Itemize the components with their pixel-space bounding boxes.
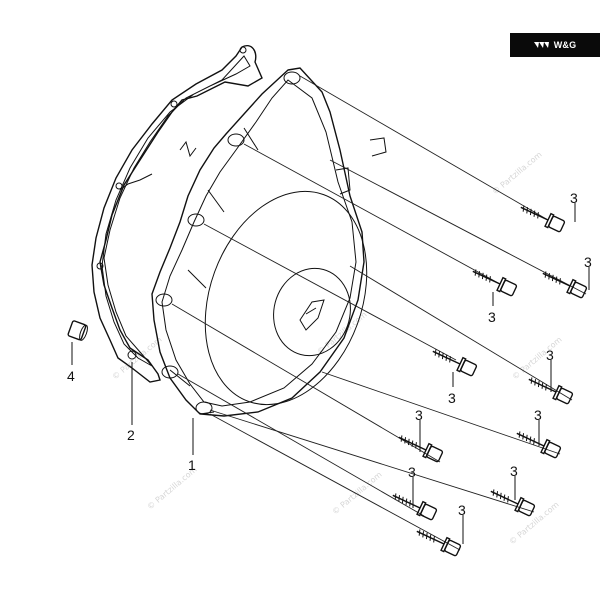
bolt-thread (400, 435, 417, 449)
cover-boss (195, 401, 213, 415)
guide-line (299, 75, 549, 221)
cover-boss (227, 133, 245, 147)
cover-part (151, 67, 387, 417)
bolt-head (460, 359, 478, 377)
watermark-text: © Partzilla.com (331, 470, 384, 517)
watermark-text: © Partzilla.com (511, 335, 564, 382)
bolt-head (420, 503, 438, 521)
gasket-hole (127, 350, 137, 360)
cover-outline (151, 67, 365, 417)
bolt-part (490, 489, 536, 517)
brand-badge: W&G (510, 33, 600, 57)
callout-bolt: 3 (488, 309, 496, 325)
bolt-thread (394, 493, 411, 507)
bolt-part (472, 269, 518, 297)
guide-line (171, 303, 441, 463)
guide-line (243, 143, 501, 285)
callout-bolt: 3 (415, 407, 423, 423)
cover-rotor-dome (204, 190, 368, 406)
dowel-pin-part (67, 320, 88, 341)
bolt-part (528, 377, 574, 405)
bolt-part (520, 205, 566, 233)
callout-bolt: 3 (570, 190, 578, 206)
bolt-thread (492, 489, 509, 503)
bolt-thread (434, 349, 451, 363)
cover-inner-rim (161, 79, 357, 407)
callout-bolt: 3 (534, 407, 542, 423)
guide-lines (171, 75, 587, 551)
bolt-head (444, 539, 462, 557)
bolt-thread (474, 269, 491, 283)
bolt-thread (544, 271, 561, 285)
bolt-head (500, 279, 518, 297)
bolt-part (432, 349, 478, 377)
guide-line (177, 373, 425, 517)
guide-line (209, 413, 461, 551)
callout-gasket: 2 (127, 427, 135, 443)
cover-rib (169, 127, 259, 415)
guide-line (209, 409, 535, 513)
cover-center-boss (273, 267, 351, 357)
bolt-part (392, 493, 438, 521)
cover-boss (283, 71, 301, 85)
cover-boss (155, 293, 173, 307)
bolt-thread (518, 431, 535, 445)
guide-line (203, 223, 457, 361)
bolt-part (542, 271, 588, 299)
bolt-part (416, 529, 462, 557)
callout-bolt: 3 (510, 463, 518, 479)
bolt-head (556, 387, 574, 405)
bolt-head (548, 215, 566, 233)
dowel-pin-end (79, 324, 88, 341)
bolt-thread (522, 205, 539, 219)
bolt-thread (530, 377, 547, 391)
bolt-part (398, 435, 444, 463)
guide-line (321, 371, 561, 455)
bolt-head (518, 499, 536, 517)
callout-bolt: 3 (448, 390, 456, 406)
cover-boss (187, 213, 205, 227)
callout-bolt: 3 (458, 502, 466, 518)
gasket-part (91, 45, 263, 383)
guide-line (329, 159, 587, 295)
wings-logo-icon (533, 42, 549, 48)
watermark-text: © Partzilla.com (491, 150, 544, 197)
bolt-head (426, 445, 444, 463)
gasket-hole (239, 46, 247, 54)
callout-bolt: 3 (584, 254, 592, 270)
callout-cover: 1 (188, 457, 196, 473)
gasket-outer-edge (91, 45, 263, 383)
callout-dowel: 4 (67, 368, 75, 384)
cover-boss (161, 365, 179, 379)
callout-labels: 3 3 3 3 3 3 3 3 3 3 1 2 4 (67, 190, 592, 518)
gasket-stamp-marking (119, 140, 197, 191)
bolt-thread (418, 529, 435, 543)
bolt-part (516, 431, 562, 459)
cover-tab (335, 167, 351, 195)
gasket-hole (115, 182, 123, 190)
cover-tab (369, 137, 387, 157)
callout-bolt: 3 (546, 347, 554, 363)
dowel-pin-body (67, 320, 87, 341)
brand-name: W&G (553, 40, 577, 50)
gasket-inner-edge (101, 55, 251, 367)
bolt-head (570, 281, 588, 299)
cover-center-insignia (299, 299, 325, 331)
bolt-head (544, 441, 562, 459)
gasket-hole (96, 262, 104, 270)
gasket-hole (170, 100, 178, 108)
leader-lines (71, 203, 590, 544)
guide-line (349, 265, 573, 401)
callout-bolt: 3 (408, 464, 416, 480)
